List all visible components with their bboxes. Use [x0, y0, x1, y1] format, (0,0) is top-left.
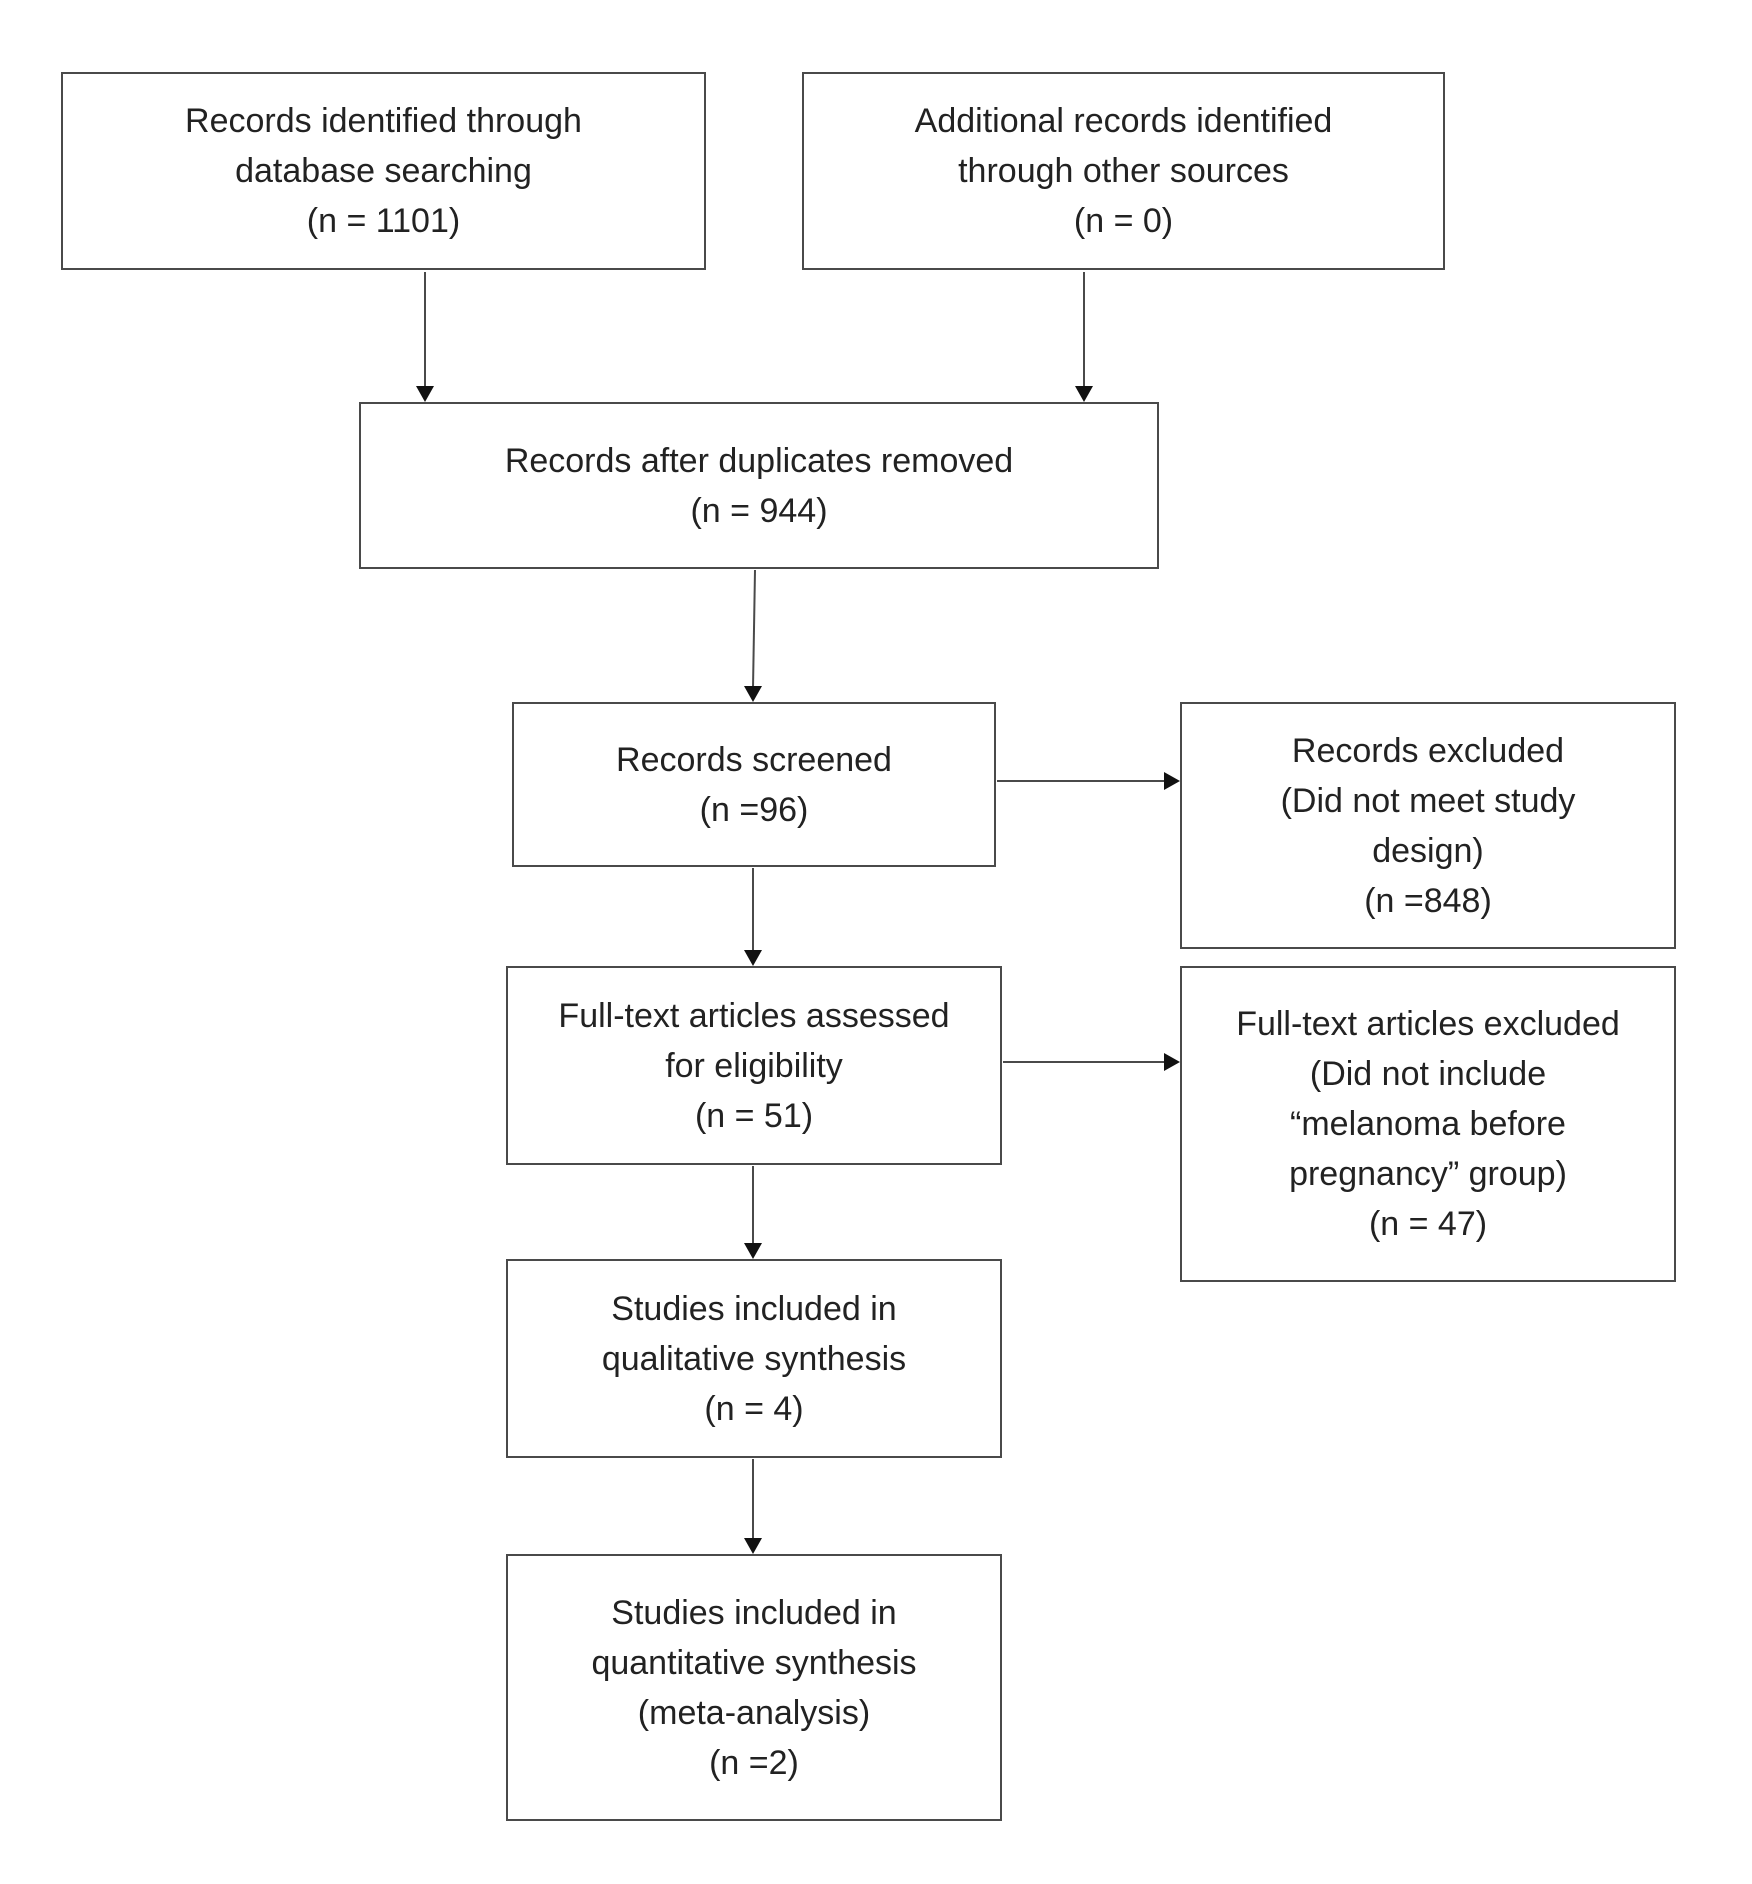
box-line: “melanoma before — [1290, 1105, 1566, 1143]
box-line: for eligibility — [665, 1046, 843, 1085]
records-identified-database-box: Records identified through database sear… — [61, 72, 706, 270]
arrow-screened-to-fulltext — [744, 868, 762, 966]
arrow-fulltext-to-qualitative — [744, 1166, 762, 1259]
box-line: (n =2) — [709, 1743, 799, 1782]
box-line: (n = 0) — [1073, 202, 1174, 240]
box-line: (n = 47) — [1368, 1205, 1488, 1243]
fulltext-excluded-box: Full-text articles excluded (Did not inc… — [1180, 966, 1676, 1282]
box-line: (n = 4) — [704, 1389, 804, 1428]
box-line: Records after duplicates removed — [504, 441, 1014, 480]
box-line: (n = 944) — [690, 491, 828, 530]
records-after-duplicates-box: Records after duplicates removed (n = 94… — [359, 402, 1159, 569]
box-line: design) — [1372, 831, 1484, 870]
box-line: (meta-analysis) — [637, 1693, 871, 1732]
fulltext-assessed-box: Full-text articles assessed for eligibil… — [506, 966, 1002, 1165]
box-line: Records identified through — [185, 102, 582, 140]
box-line: Studies included in — [611, 1593, 897, 1632]
quantitative-synthesis-box: Studies included in quantitative synthes… — [506, 1554, 1002, 1821]
box-line: (n = 1101) — [306, 202, 461, 240]
box-line: (n =848) — [1364, 881, 1492, 920]
box-line: (n = 51) — [694, 1096, 814, 1135]
box-line: Records screened — [616, 740, 892, 779]
records-excluded-box: Records excluded (Did not meet study des… — [1180, 702, 1676, 949]
arrow-qualitative-to-quantitative — [744, 1459, 762, 1554]
box-line: qualitative synthesis — [601, 1339, 907, 1378]
additional-records-box: Additional records identified through ot… — [802, 72, 1445, 270]
arrow-duplicates-to-screened — [744, 569, 762, 702]
box-line: quantitative synthesis — [591, 1643, 917, 1682]
box-line: (n =96) — [699, 790, 809, 829]
box-line: (Did not include — [1309, 1055, 1547, 1093]
arrow-fulltext-to-fulltext-excluded — [1003, 1053, 1180, 1071]
box-line: Full-text articles excluded — [1236, 1005, 1620, 1043]
arrow-database-to-duplicates — [416, 272, 434, 402]
box-line: (Did not meet study — [1280, 781, 1576, 820]
box-line: Full-text articles assessed — [558, 996, 950, 1035]
qualitative-synthesis-box: Studies included in qualitative synthesi… — [506, 1259, 1002, 1458]
box-line: pregnancy” group) — [1289, 1155, 1567, 1193]
records-screened-box: Records screened (n =96) — [512, 702, 996, 867]
box-line: Additional records identified — [914, 102, 1333, 140]
box-line: Records excluded — [1291, 731, 1565, 770]
box-line: Studies included in — [611, 1289, 897, 1328]
arrow-other-to-duplicates — [1075, 272, 1093, 402]
arrow-screened-to-excluded — [997, 772, 1180, 790]
box-line: database searching — [235, 152, 532, 190]
box-line: through other sources — [958, 152, 1289, 190]
